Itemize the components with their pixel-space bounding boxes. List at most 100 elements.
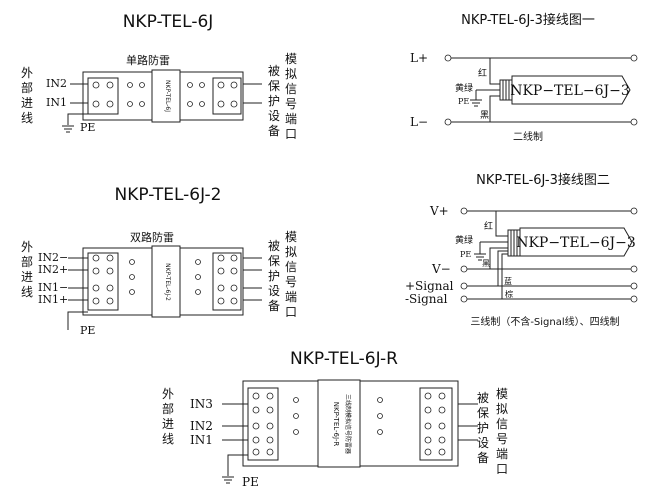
wiring2-vplus-label: V+ — [429, 204, 449, 218]
svg-text:护: 护 — [477, 421, 489, 435]
diagram2-in1-plus-label: IN1+ — [38, 293, 68, 306]
diagram1-module — [151, 69, 181, 123]
wiring2-black-lead — [489, 247, 508, 269]
svg-text:线: 线 — [162, 432, 174, 446]
wiring1-device-body — [511, 75, 631, 105]
svg-text:拟: 拟 — [496, 402, 508, 416]
wiring1-title: NKP-TEL-6J-3接线图一 — [461, 12, 595, 28]
svg-text:号: 号 — [285, 97, 297, 111]
svg-text:被: 被 — [268, 239, 280, 253]
diagram1-module-text: NKP-TEL-6J — [164, 80, 171, 112]
svg-text:设: 设 — [268, 284, 280, 298]
svg-text:外: 外 — [21, 66, 33, 80]
wiring2-vminus-right-terminal — [630, 265, 638, 273]
diagram2-pe-wire — [67, 311, 88, 330]
diagram3-title: NKP-TEL-6J-R — [290, 349, 398, 369]
wiring2-blue-lead — [497, 250, 508, 286]
svg-text:设: 设 — [268, 109, 280, 123]
wiring2-pe-label: PE — [460, 250, 471, 259]
diagram3-right-label-a: 被 保 护 设 备 — [477, 391, 489, 465]
svg-text:模: 模 — [285, 52, 297, 66]
svg-text:护: 护 — [268, 269, 280, 283]
wiring1-lminus-left-terminal — [444, 118, 452, 126]
diagram2-module-text: NKP-TEL-6J-2 — [164, 263, 171, 301]
wiring2-vplus-left-terminal — [460, 207, 468, 215]
diagram2-pe-label: PE — [80, 324, 95, 337]
diagram1-left-terminal-block — [87, 77, 119, 115]
wiring1-yellow-green-label: 黄绿 — [455, 82, 473, 94]
wiring2-signal-minus-label: -Signal — [405, 292, 448, 306]
wiring1-ground-symbol — [470, 99, 482, 107]
diagram3-in2-label: IN2 — [190, 419, 213, 433]
svg-text:拟: 拟 — [285, 245, 297, 259]
svg-text:口: 口 — [285, 305, 297, 319]
diagram2-in2-minus-label: IN2− — [38, 251, 68, 264]
svg-text:进: 进 — [162, 417, 174, 431]
wiring2-brown-lead — [501, 253, 508, 299]
svg-text:模: 模 — [285, 230, 297, 244]
svg-text:号: 号 — [496, 432, 508, 446]
diagram3-module-text: NKP-TEL-6J-R — [332, 402, 340, 447]
svg-text:模: 模 — [496, 387, 508, 401]
wiring1-lplus-right-terminal — [630, 54, 638, 62]
wiring1-lminus-right-terminal — [630, 118, 638, 126]
wiring2-yellow-green-label: 黄绿 — [455, 234, 473, 246]
diagram2-in2-plus-label: IN2+ — [38, 263, 68, 276]
wiring2-red-lead — [495, 211, 508, 237]
svg-text:保: 保 — [268, 79, 280, 93]
wiring2-device-body — [519, 227, 633, 257]
diagram3-pe-wire — [227, 454, 248, 476]
diagram1-pe-wire — [67, 113, 88, 125]
wiring2-signal-minus-left-terminal — [460, 295, 468, 303]
svg-text:被: 被 — [477, 391, 489, 405]
diagram-three-wire: NKP-TEL-6J-R 外 部 进 线 IN3 IN2 IN1 — [162, 349, 508, 489]
svg-text:备: 备 — [268, 124, 280, 138]
diagram2-right-label-a: 被 保 护 设 备 — [268, 239, 280, 313]
diagram1-pe-label: PE — [80, 121, 95, 134]
wiring2-vplus-right-terminal — [630, 207, 638, 215]
wiring1-lplus-left-terminal — [444, 54, 452, 62]
diagram2-in1-minus-label: IN1− — [38, 281, 68, 294]
wiring2-ground-symbol — [474, 253, 486, 261]
diagram-single-channel: NKP-TEL-6J 单路防雷 外 部 进 线 IN2 IN1 NKP-TEL-… — [21, 12, 297, 141]
diagram2-left-terminal-block — [87, 252, 119, 311]
diagram2-terminals — [92, 254, 238, 305]
diagram3-left-label: 外 部 进 线 — [162, 387, 174, 446]
diagram2-title: NKP-TEL-6J-2 — [115, 185, 222, 205]
svg-text:部: 部 — [162, 401, 174, 416]
svg-text:端: 端 — [285, 112, 297, 126]
diagram1-in1-label: IN1 — [46, 96, 67, 109]
svg-text:外: 外 — [162, 387, 174, 401]
wiring2-brown-label: 棕 — [505, 289, 513, 299]
svg-text:外: 外 — [21, 240, 33, 254]
wiring1-red-label: 红 — [478, 67, 487, 79]
svg-text:拟: 拟 — [285, 67, 297, 81]
svg-text:进: 进 — [21, 270, 33, 284]
wiring1-device: NKP−TEL−6J−3 — [499, 75, 631, 105]
svg-text:口: 口 — [496, 462, 508, 476]
wiring2-blue-label: 蓝 — [504, 276, 512, 286]
wiring1-lplus-label: L+ — [410, 51, 428, 65]
diagram3-left-terminal-block — [247, 387, 279, 461]
svg-text:进: 进 — [21, 96, 33, 110]
svg-text:线: 线 — [21, 111, 33, 125]
wiring1-device-label: NKP−TEL−6J−3 — [510, 83, 630, 99]
svg-text:端: 端 — [496, 447, 508, 461]
wiring1-red-lead — [489, 58, 500, 85]
diagram2-right-label-b: 模 拟 信 号 端 口 — [285, 230, 297, 319]
wiring2-black-label: 黑 — [482, 259, 490, 268]
wiring1-black-label: 黑 — [480, 110, 489, 121]
diagram1-terminals — [92, 81, 238, 108]
svg-text:口: 口 — [285, 127, 297, 141]
wiring2-signal-plus-label: +Signal — [405, 279, 454, 293]
svg-text:部: 部 — [21, 80, 33, 95]
svg-text:信: 信 — [285, 260, 297, 274]
diagram1-right-label-b: 模 拟 信 号 端 口 — [285, 52, 297, 141]
diagram1-title: NKP-TEL-6J — [123, 12, 214, 32]
svg-text:线: 线 — [21, 285, 33, 299]
diagram3-right-label-b: 模 拟 信 号 端 口 — [496, 387, 508, 476]
svg-text:端: 端 — [285, 290, 297, 304]
diagram2-module — [151, 245, 181, 318]
wiring2-vminus-left-terminal — [460, 265, 468, 273]
